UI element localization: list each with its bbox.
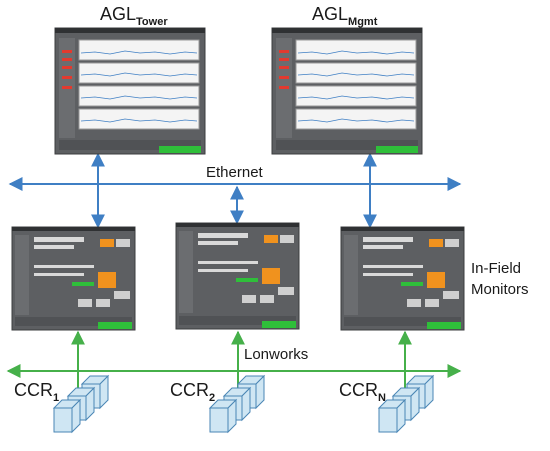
in-field-monitor-1-screen	[11, 226, 136, 331]
agl-mgmt-label-sub: Mgmt	[348, 16, 378, 28]
in-field-monitors-label-line-2: Monitors	[471, 281, 529, 298]
ccr-2-label: CCR2	[170, 380, 216, 404]
agl-tower-screen	[54, 27, 206, 155]
ccr-2-cubes-icon	[208, 374, 266, 434]
lonworks-label: Lonworks	[244, 346, 309, 363]
in-field-monitors-label: In-Field Monitors	[471, 258, 529, 300]
in-field-monitor-3-screen	[340, 226, 465, 331]
ccr-1-label-main: CCR	[14, 380, 53, 400]
ccr-n-label-main: CCR	[339, 380, 378, 400]
trend-graph-panel	[295, 39, 417, 130]
agl-mgmt-label: AGLMgmt	[312, 4, 378, 28]
agl-mgmt-label-main: AGL	[312, 4, 349, 24]
ccr-n-label: CCRN	[339, 380, 386, 404]
agl-tower-label-sub: Tower	[136, 16, 168, 28]
ccr-1-label: CCR1	[14, 380, 60, 404]
agl-tower-label-main: AGL	[100, 4, 137, 24]
ethernet-label: Ethernet	[206, 164, 263, 181]
ccr-n-cubes-icon	[377, 374, 435, 434]
agl-tower-label: AGLTower	[100, 4, 168, 28]
ccr-1-label-sub: 1	[53, 392, 60, 404]
in-field-monitors-label-line-1: In-Field	[471, 260, 522, 277]
ccr-n-label-sub: N	[378, 392, 386, 404]
in-field-monitor-2-screen	[175, 222, 300, 330]
trend-graph-panel	[78, 39, 200, 130]
ccr-2-label-sub: 2	[209, 392, 216, 404]
ccr-2-label-main: CCR	[170, 380, 209, 400]
ccr-1-cubes-icon	[52, 374, 110, 434]
agl-mgmt-screen	[271, 27, 423, 155]
